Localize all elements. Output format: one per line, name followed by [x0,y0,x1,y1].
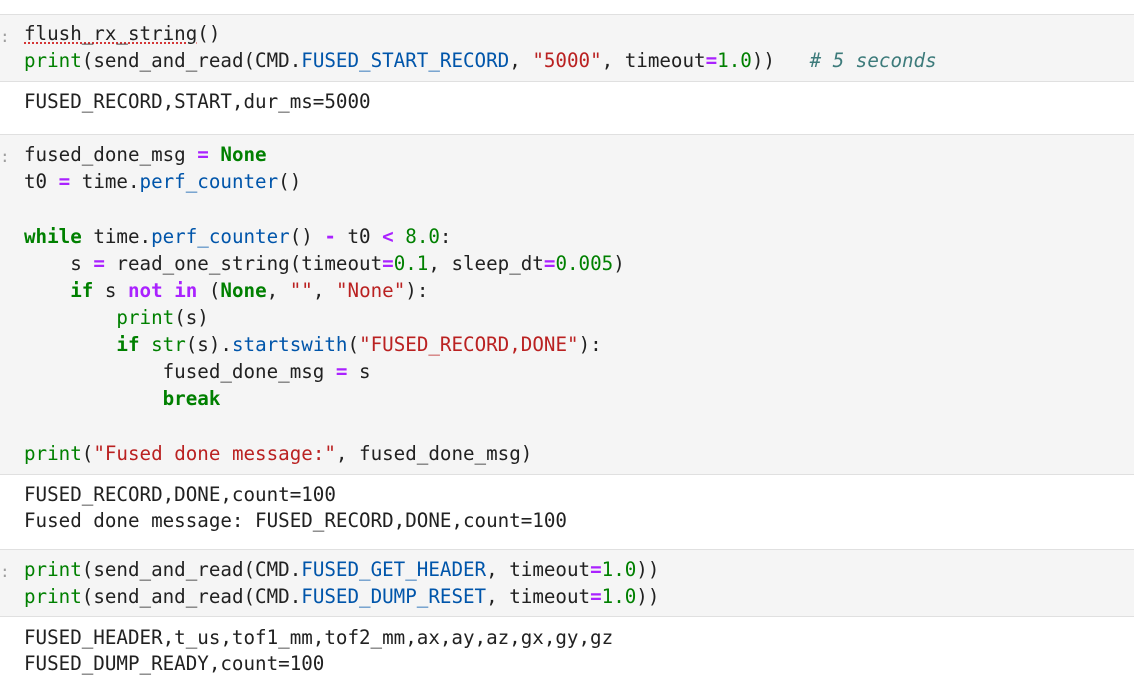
code-line[interactable]: print(s) [116,306,209,329]
code-cell-2-input[interactable]: : [0,134,1134,475]
code-line[interactable]: s = read_one_string(timeout=0.1, sleep_d… [24,252,625,275]
cell-prompt: : [0,562,10,581]
code-line[interactable]: fused_done_msg = s [24,360,371,383]
code-line[interactable]: print("Fused done message:", fused_done_… [24,442,533,465]
code-cell-1-input[interactable]: : [0,14,1134,82]
code-line[interactable]: if str(s).startswith("FUSED_RECORD,DONE"… [116,333,602,356]
code-line[interactable]: print(send_and_read(CMD.FUSED_START_RECO… [24,49,937,72]
code-line[interactable]: while time.perf_counter() - t0 < 8.0: [24,225,452,248]
code-line[interactable]: if s not in (None, "", "None"): [70,279,429,302]
cell-output-line: FUSED_DUMP_READY,count=100 [24,652,325,675]
cell-output-line: Fused done message: FUSED_RECORD,DONE,co… [24,509,567,532]
cell-output-line: FUSED_RECORD,DONE,count=100 [24,483,336,506]
code-line[interactable]: t0 = time.perf_counter() [24,170,302,193]
code-line[interactable]: print(send_and_read(CMD.FUSED_DUMP_RESET… [24,585,660,608]
cell-prompt: : [0,27,10,46]
cell-output-line: FUSED_RECORD,START,dur_ms=5000 [24,90,371,113]
code-line[interactable]: fused_done_msg = None [24,143,267,166]
code-line[interactable]: print(send_and_read(CMD.FUSED_GET_HEADER… [24,558,660,581]
code-line[interactable]: break [162,387,221,410]
code-cell-3-input[interactable]: : [0,549,1134,617]
code-line[interactable]: flush_rx_string() [24,22,221,45]
cell-output-line: FUSED_HEADER,t_us,tof1_mm,tof2_mm,ax,ay,… [24,626,614,649]
cell-prompt: : [0,147,10,166]
